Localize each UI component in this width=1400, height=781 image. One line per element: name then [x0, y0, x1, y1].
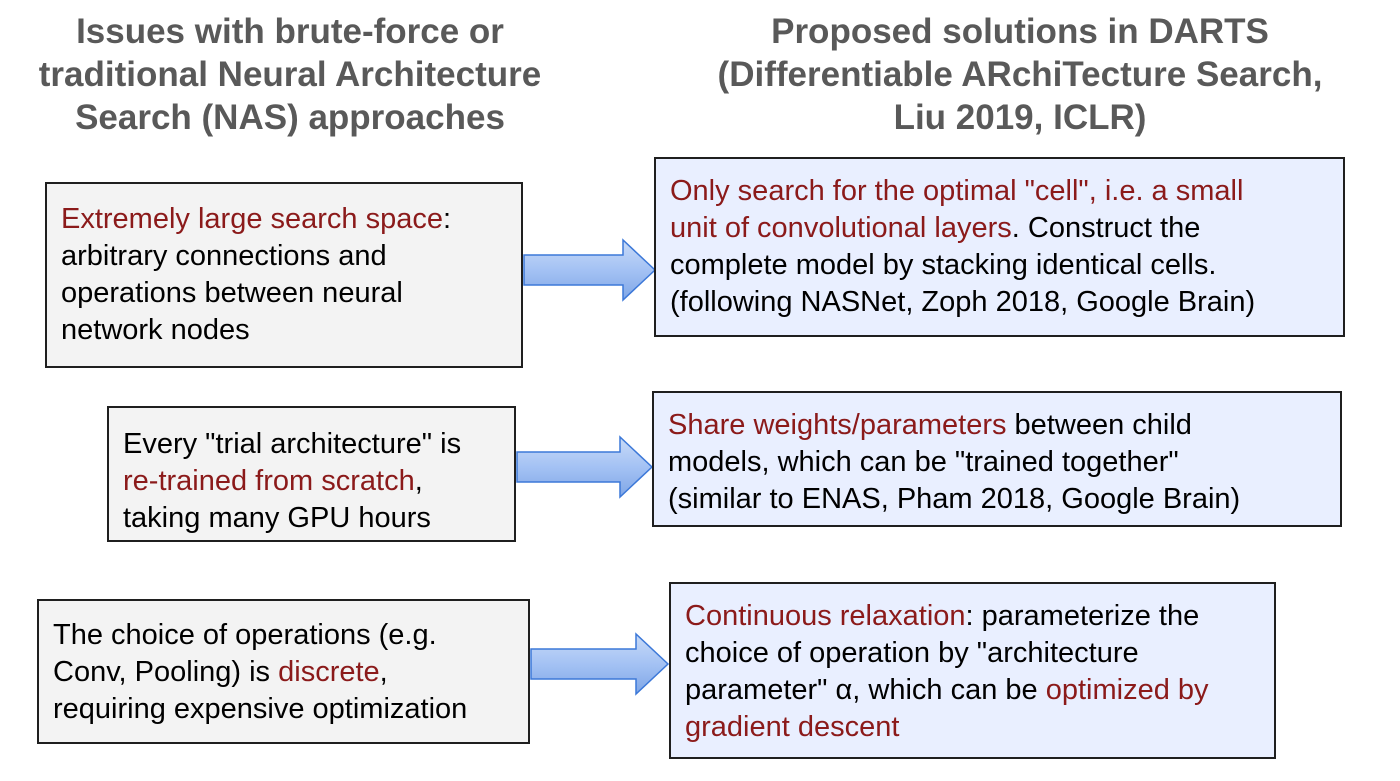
issues-heading-line: traditional Neural Architecture [38, 55, 542, 94]
issue-box-discrete-operations: The choice of operations (e.g. Conv, Poo… [37, 599, 530, 744]
issue-line: arbitrary connections and [61, 240, 387, 272]
plain-text: , [414, 465, 423, 497]
solution-line: (similar to ENAS, Pham 2018, Google Brai… [668, 483, 1241, 515]
solution-line: (following NASNet, Zoph 2018, Google Bra… [670, 286, 1256, 318]
solution-line: unit of convolutional layers. Construct … [670, 210, 1329, 247]
issue-line: network nodes [61, 314, 250, 346]
issues-heading: Issues with brute-force or traditional N… [0, 10, 580, 139]
highlight-text: optimized by [1045, 674, 1209, 706]
solutions-heading: Proposed solutions in DARTS (Differentia… [650, 10, 1390, 139]
highlight-text: Share weights/parameters [668, 409, 1007, 441]
arrow-right-icon [516, 435, 654, 499]
issue-line: operations between neural [61, 277, 403, 309]
plain-text: Conv, Pooling) is [53, 656, 279, 688]
solutions-heading-line: (Differentiable ARchiTecture Search, [717, 55, 1323, 94]
solutions-heading-line: Proposed solutions in DARTS [771, 12, 1269, 51]
highlight-text: discrete [278, 656, 380, 688]
solution-line: parameter" α, which can be optimized by [685, 672, 1260, 709]
arrow-right-icon [530, 632, 670, 696]
issue-line: Extremely large search space: [61, 201, 507, 238]
plain-text: . Construct the [1011, 212, 1201, 244]
solution-box-weight-sharing: Share weights/parameters between child m… [652, 391, 1342, 527]
highlight-text: re-trained from scratch [123, 465, 415, 497]
issue-line: re-trained from scratch, [123, 463, 500, 500]
issue-line: Conv, Pooling) is discrete, [53, 654, 514, 691]
solution-line: Share weights/parameters between child [668, 407, 1326, 444]
solution-line: complete model by stacking identical cel… [670, 249, 1217, 281]
plain-text: : parameterize the [965, 600, 1200, 632]
issues-heading-line: Search (NAS) approaches [75, 98, 505, 137]
highlight-text: Continuous relaxation [685, 600, 966, 632]
solution-line: models, which can be "trained together" [668, 446, 1179, 478]
arrow-right-icon [523, 238, 657, 302]
highlight-text: Extremely large search space [61, 203, 443, 235]
plain-text: between child [1006, 409, 1192, 441]
issue-line: requiring expensive optimization [53, 693, 468, 725]
issues-heading-line: Issues with brute-force or [76, 12, 504, 51]
issue-box-search-space: Extremely large search space: arbitrary … [45, 182, 523, 368]
solution-box-continuous-relaxation: Continuous relaxation: parameterize the … [669, 582, 1276, 759]
issue-box-retraining: Every "trial architecture" is re-trained… [107, 406, 516, 542]
highlight-text: Only search for the optimal "cell", i.e.… [670, 175, 1244, 207]
issue-line: The choice of operations (e.g. [53, 619, 437, 651]
solution-box-cell-search: Only search for the optimal "cell", i.e.… [654, 157, 1345, 337]
issue-line: Every "trial architecture" is [123, 428, 462, 460]
solution-line: Only search for the optimal "cell", i.e.… [670, 173, 1329, 210]
solutions-heading-line: Liu 2019, ICLR) [893, 98, 1147, 137]
plain-text: : [443, 203, 452, 235]
issue-line: taking many GPU hours [123, 502, 431, 534]
highlight-text: gradient descent [685, 711, 900, 743]
solution-line: Continuous relaxation: parameterize the [685, 598, 1260, 635]
plain-text: parameter" α, which can be [685, 674, 1046, 706]
plain-text: , [379, 656, 388, 688]
solution-line: gradient descent [685, 709, 1260, 746]
highlight-text: unit of convolutional layers [670, 212, 1012, 244]
solution-line: choice of operation by "architecture [685, 637, 1139, 669]
